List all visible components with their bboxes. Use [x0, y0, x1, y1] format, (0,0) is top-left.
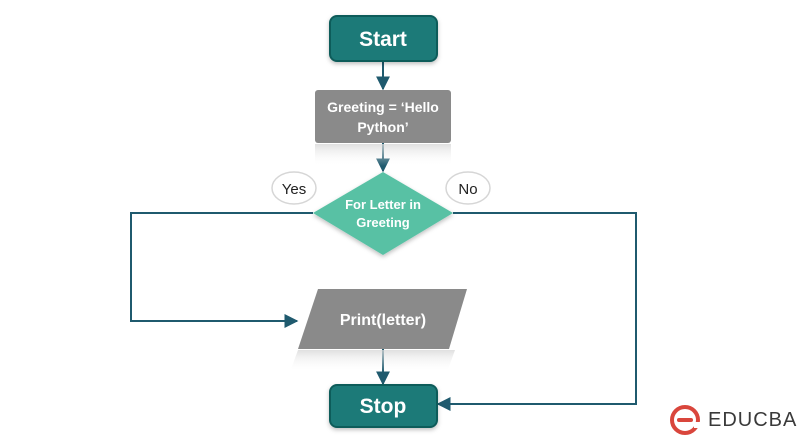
assign-reflection	[315, 144, 451, 166]
assign-box	[315, 90, 451, 143]
stop-node	[329, 384, 438, 428]
no-label: No	[458, 181, 477, 198]
start-node	[329, 15, 438, 62]
no-bubble	[445, 171, 491, 205]
assign-label-line-1: Greeting = ‘Hello	[327, 99, 439, 115]
decision-label-line-1: For Letter in	[345, 197, 421, 212]
stop-box	[329, 384, 438, 428]
stop-label: Stop	[360, 395, 407, 418]
educba-logo-icon	[670, 405, 700, 435]
print-label: Print(letter)	[340, 312, 426, 329]
yes-bubble	[271, 171, 317, 205]
assign-label-line-2: Python’	[357, 119, 408, 135]
print-reflection	[290, 350, 455, 372]
decision-label-line-2: Greeting	[356, 215, 410, 230]
connector-no-branch	[436, 212, 637, 411]
decision-diamond	[313, 172, 453, 255]
connector-yes-branch	[130, 212, 313, 328]
start-box	[329, 15, 438, 62]
educba-brand: EDUCBA	[670, 402, 797, 438]
start-label: Start	[359, 28, 407, 51]
print-parallelogram	[298, 289, 467, 349]
yes-label: Yes	[282, 181, 306, 198]
brand-name: EDUCBA	[708, 408, 798, 431]
